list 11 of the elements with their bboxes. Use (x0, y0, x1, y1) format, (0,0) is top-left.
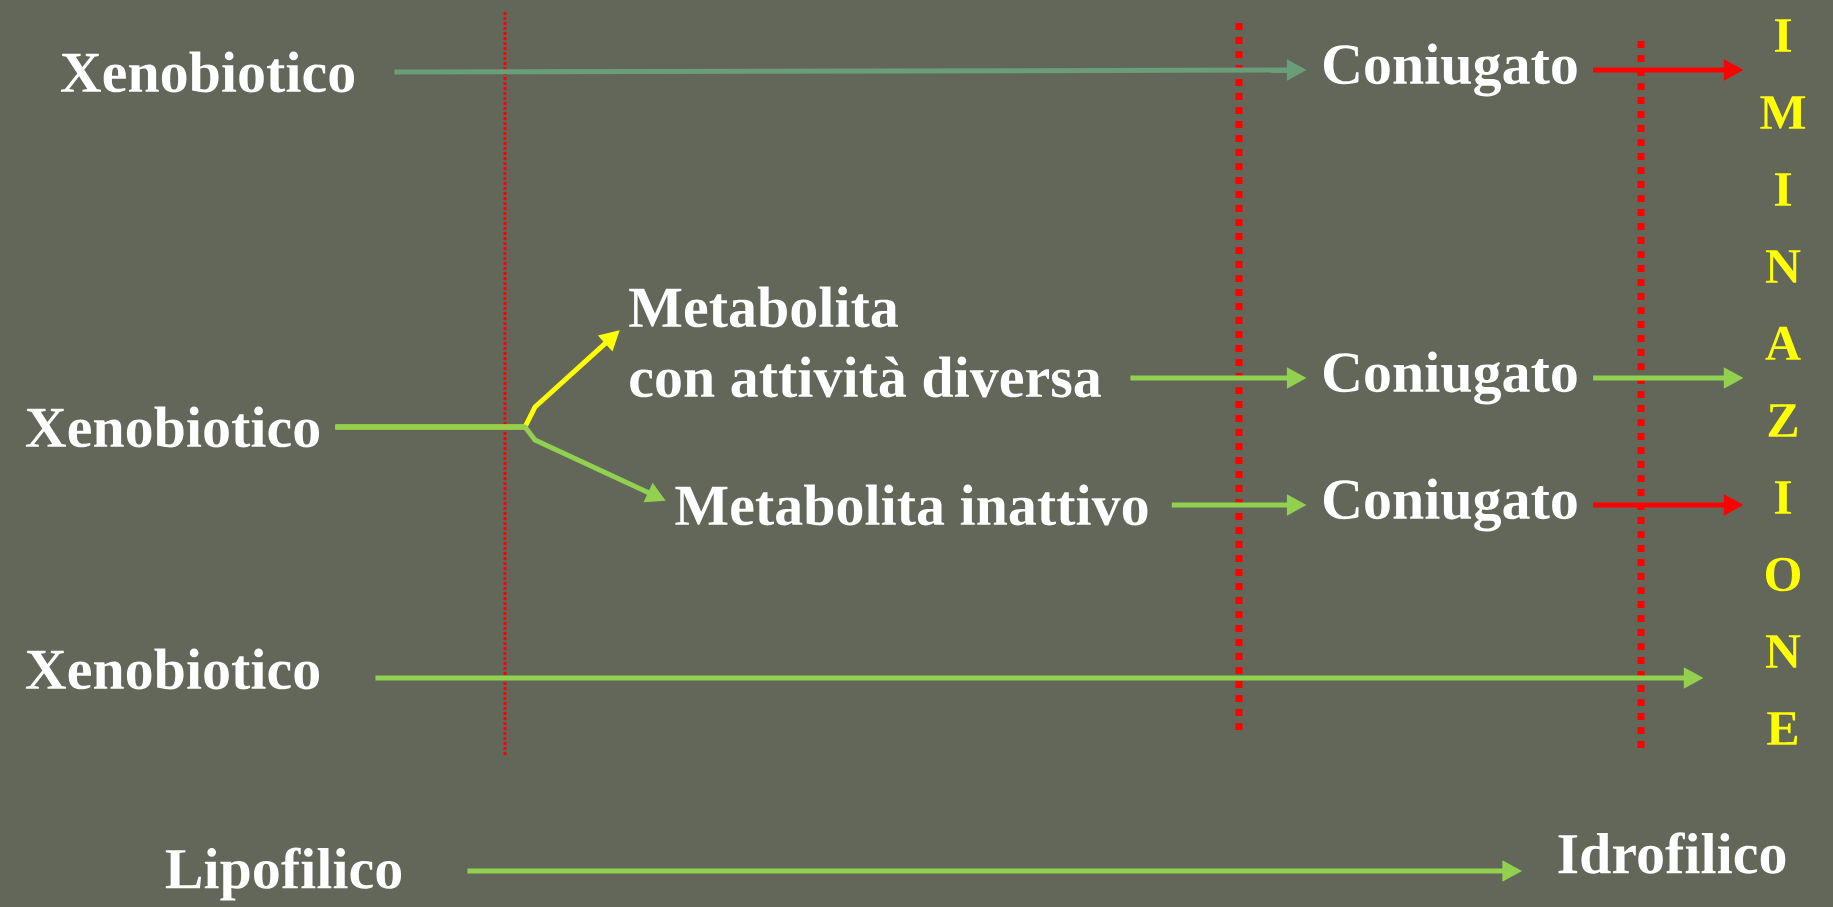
term-label: Metabolita inattivo (675, 484, 1148, 526)
term-label: Coniugato (1323, 478, 1577, 532)
term-label: Coniugato (1323, 43, 1577, 97)
term-label: Xenobiotico (25, 648, 319, 690)
term-label: Coniugato (1323, 351, 1577, 405)
vertical-word: I M I N A Z I O N E (1760, 19, 1806, 745)
term-label: Xenobiotico (25, 406, 319, 448)
term-label: Xenobiotico (60, 51, 354, 93)
term-label: Lipofilico (165, 847, 402, 901)
term-label: Idrofilico (1558, 832, 1786, 874)
term-label: Metabolita con attività diversa (629, 286, 1101, 398)
